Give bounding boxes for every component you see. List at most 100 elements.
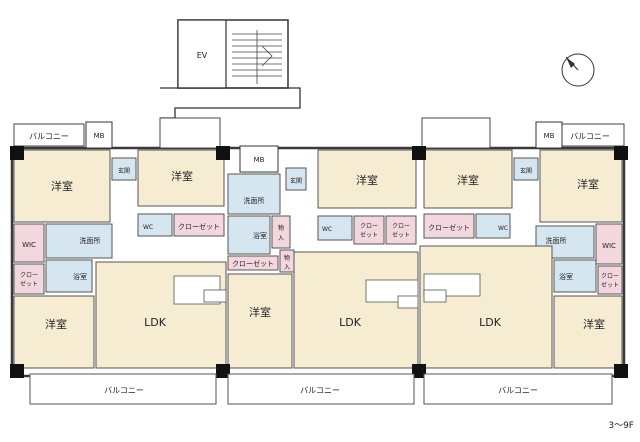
bath-right [553,259,597,293]
stairs-icon [232,30,282,84]
lower-balcony-right-label: バルコニー [498,386,538,395]
storage-right [423,289,447,303]
lower-balcony-center: バルコニー [227,373,415,405]
upper-balcony-right: バルコニー [555,123,625,147]
entrance-left [111,157,137,181]
ldk-center [293,251,419,369]
room-western-7 [539,149,623,223]
storage-center-1-label-2: 入 [278,235,284,242]
room-western-6 [423,149,513,209]
mb-right-label: MB [544,132,555,140]
compass-north-icon [561,53,595,87]
closet-left-2 [173,213,225,237]
lower-balcony-right: バルコニー [423,373,613,405]
wic-left [13,223,45,263]
room-western-2-label: 洋室 [45,317,67,331]
room-western-6-label: 洋室 [457,173,479,187]
ldk-left-label: LDK [144,316,167,329]
entrance-left-label: 玄関 [118,167,130,175]
elevator-label: EV [197,51,208,60]
entrance-right-label: 玄関 [520,167,532,175]
wic-left-label: WIC [22,241,36,249]
closet-left-2-label: クローゼット [178,222,220,231]
floor-range-label: 3～9F [608,421,634,431]
wc-center [317,215,353,241]
closet-right [423,213,475,239]
washroom-left-label: 洗面所 [80,236,101,245]
storage-center-1-label-1: 物 [278,224,284,232]
closet-center-label: クローゼット [232,259,274,268]
bath-center [227,215,271,255]
structural-columns [10,146,628,378]
room-western-7-label: 洋室 [577,177,599,191]
lower-balcony-center-label: バルコニー [300,386,340,395]
mb-left-label: MB [94,132,105,140]
bath-right-label: 浴室 [559,272,573,281]
room-western-3-label: 洋室 [171,169,193,183]
closet-center-2 [353,215,385,245]
mb-center: MB [239,145,279,173]
closet-left-label-2: ゼット [20,280,38,288]
closet-right-label: クローゼット [428,223,470,232]
entrance-center [285,167,307,191]
washroom-left [45,223,113,259]
mb-left: MB [85,121,113,149]
closet-right-2-label-1: クロー [601,273,619,280]
storage-center-2-label-2: 入 [284,264,290,271]
closet-center-2-label-1: クロー [360,223,378,230]
unit-center: 洗面所 浴室 物 入 クローゼット 物 入 洋室 玄関 洋室 WC クロー ゼッ… [227,149,419,369]
entrance-center-label: 玄関 [290,177,302,185]
closet-left [13,263,45,295]
wc-right [475,213,511,239]
wic-right [595,223,623,265]
bath-left [45,259,93,293]
room-western-4 [227,273,293,369]
storage-left [203,289,227,303]
room-western-5 [317,149,417,209]
upper-balcony-right-label: バルコニー [570,132,610,141]
unit-left: 洋室 WIC クロー ゼット 洗面所 浴室 洋室 洋室 玄関 WC クローゼット… [13,149,227,369]
room-western-5-label: 洋室 [356,173,378,187]
wic-right-label: WIC [602,242,616,250]
wc-left-label: WC [143,224,153,231]
closet-right-2-label-2: ゼット [601,281,619,289]
lower-balcony-left-label: バルコニー [104,386,144,395]
ldk-right [419,245,553,369]
storage-center-3 [397,295,419,309]
room-western-3 [137,149,225,207]
closet-center-3 [385,215,417,245]
bath-center-label: 浴室 [253,231,267,240]
lower-balcony-left: バルコニー [29,373,217,405]
washroom-center-label: 洗面所 [244,196,265,205]
elevator [177,19,227,89]
mb-right: MB [535,121,563,149]
closet-left-label-1: クロー [20,272,38,279]
upper-balcony-left-label: バルコニー [29,132,69,141]
ldk-center-label: LDK [339,316,362,329]
storage-center-2-label-1: 物 [284,254,290,262]
ldk-right-label: LDK [479,316,502,329]
room-western-8 [553,295,623,369]
upper-balcony-left: バルコニー [13,123,85,147]
room-western-8-label: 洋室 [583,317,605,331]
storage-center-1 [271,215,291,249]
washroom-right-label: 洗面所 [546,236,567,245]
mb-center-label: MB [254,156,265,164]
wc-left [137,213,173,237]
room-western-4-label: 洋室 [249,305,271,319]
closet-center-3-label-1: クロー [392,223,410,230]
closet-center-2-label-2: ゼット [360,231,378,239]
wc-right-label: WC [498,225,508,232]
closet-right-2 [597,265,623,295]
washroom-center [227,173,281,215]
room-western-1-label: 洋室 [51,179,73,193]
unit-right: 洋室 玄関 洋室 クローゼット WC 洗面所 WIC 浴室 クロー ゼット LD… [419,149,623,369]
bath-left-label: 浴室 [73,272,87,281]
entrance-right [513,157,539,181]
room-western-1 [13,149,111,223]
closet-center [227,255,279,271]
closet-center-3-label-2: ゼット [392,231,410,239]
room-western-2 [13,295,95,369]
